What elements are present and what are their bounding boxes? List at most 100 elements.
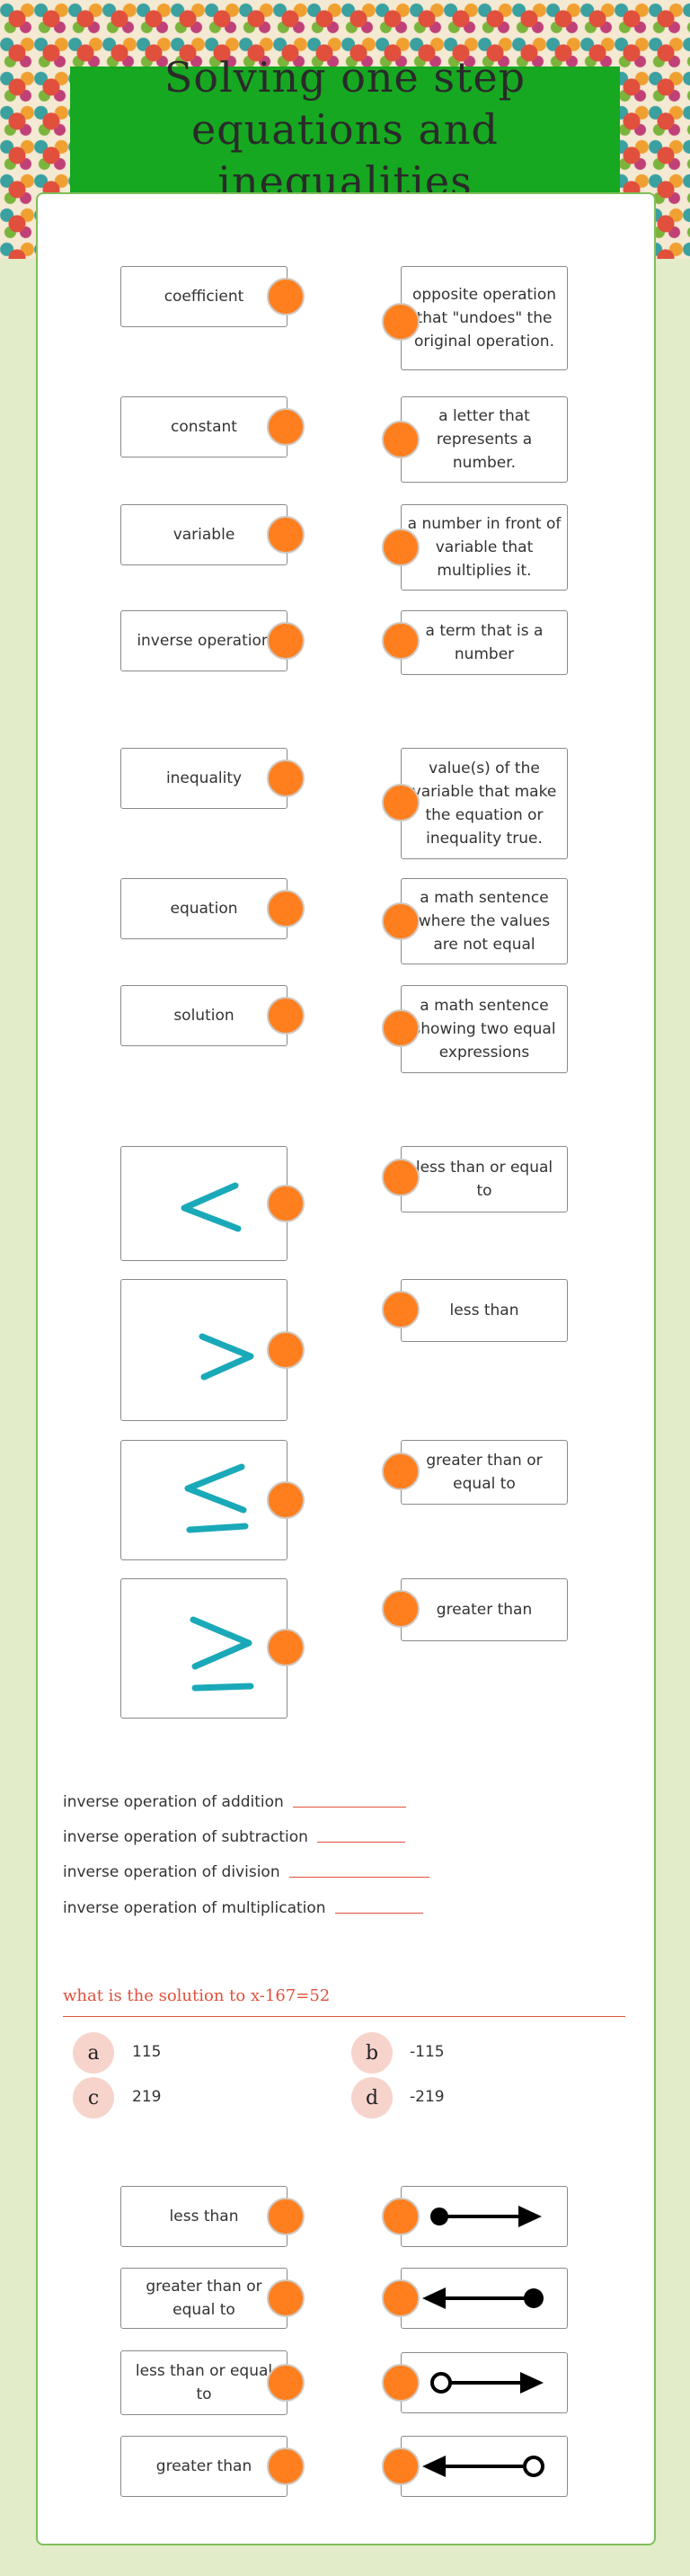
match4-left-3[interactable]: less than or equal to <box>120 2350 288 2415</box>
match4-left-dot-1[interactable] <box>267 2198 305 2235</box>
match4-right-2[interactable] <box>401 2268 568 2329</box>
fill-row-multiplication: inverse operation of multiplication <box>63 1899 423 1917</box>
match3-left-4[interactable] <box>120 1578 288 1719</box>
fill-label: inverse operation of multiplication <box>63 1899 326 1917</box>
match4-right-dot-4[interactable] <box>382 2447 420 2485</box>
match1-right-dot-2[interactable] <box>382 421 420 458</box>
match4-left-dot-4[interactable] <box>267 2447 305 2485</box>
match1-right-1[interactable]: opposite operation that "undoes" the ori… <box>401 266 568 370</box>
match2-right-3[interactable]: a math sentence showing two equal expres… <box>401 985 568 1073</box>
match3-left-dot-1[interactable] <box>267 1185 305 1222</box>
choice-b-letter[interactable]: b <box>351 2032 393 2074</box>
match2-right-dot-1[interactable] <box>382 784 420 822</box>
match1-left-3[interactable]: variable <box>120 504 288 565</box>
match1-left-2[interactable]: constant <box>120 396 288 457</box>
fill-row-division: inverse operation of division <box>63 1863 429 1881</box>
match3-left-dot-3[interactable] <box>267 1481 305 1519</box>
match2-left-dot-1[interactable] <box>267 759 305 797</box>
fill-label: inverse operation of division <box>63 1863 280 1881</box>
fill-blank-division[interactable] <box>288 1876 429 1878</box>
match-label: inequality <box>165 769 243 787</box>
match3-right-2[interactable]: less than <box>401 1279 568 1342</box>
fill-row-addition: inverse operation of addition <box>63 1793 406 1811</box>
fill-label: inverse operation of subtraction <box>63 1828 308 1846</box>
match3-left-2[interactable] <box>120 1279 288 1421</box>
match-label: coefficient <box>164 288 244 306</box>
match-label: greater than or equal to <box>146 2278 262 2319</box>
choice-c-letter[interactable]: c <box>73 2077 114 2119</box>
choice-d-value[interactable]: -219 <box>410 2088 445 2106</box>
number-line-left-arrow-closed-dot <box>422 2287 544 2309</box>
match1-left-dot-4[interactable] <box>267 622 305 660</box>
match3-left-1[interactable] <box>120 1146 288 1261</box>
match3-left-3[interactable] <box>120 1440 288 1560</box>
match3-right-dot-1[interactable] <box>382 1159 420 1196</box>
choice-b-value[interactable]: -115 <box>410 2043 445 2061</box>
match1-right-2[interactable]: a letter that represents a number. <box>401 396 568 483</box>
match-label: a term that is a number <box>425 622 544 663</box>
match2-left-2[interactable]: equation <box>120 878 288 939</box>
match3-left-dot-2[interactable] <box>267 1331 305 1369</box>
match-label: opposite operation that "undoes" the ori… <box>411 286 557 351</box>
match1-left-1[interactable]: coefficient <box>120 266 288 327</box>
fill-blank-addition[interactable] <box>292 1806 406 1808</box>
match4-right-4[interactable] <box>401 2436 568 2497</box>
match3-right-3[interactable]: greater than or equal to <box>401 1440 568 1505</box>
choice-a-value[interactable]: 115 <box>132 2043 162 2061</box>
match4-left-dot-3[interactable] <box>267 2364 305 2402</box>
match1-left-4[interactable]: inverse operation <box>120 610 288 671</box>
match4-right-dot-1[interactable] <box>382 2198 420 2235</box>
match3-right-dot-4[interactable] <box>382 1590 420 1628</box>
choice-d-letter[interactable]: d <box>351 2077 393 2119</box>
match-label: equation <box>170 900 238 918</box>
match3-right-dot-2[interactable] <box>382 1291 420 1328</box>
match1-right-dot-4[interactable] <box>382 622 420 660</box>
match2-right-1[interactable]: value(s) of the variable that make the e… <box>401 748 568 859</box>
match3-right-4[interactable]: greater than <box>401 1578 568 1641</box>
match4-right-dot-2[interactable] <box>382 2279 420 2317</box>
match4-right-3[interactable] <box>401 2352 568 2413</box>
title-box: Solving one step equations and inequalit… <box>70 53 620 206</box>
match-label: less than or equal to <box>415 1159 553 1200</box>
match4-left-dot-2[interactable] <box>267 2279 305 2317</box>
match1-right-3[interactable]: a number in front of variable that multi… <box>401 504 568 591</box>
number-line-open-dot-right <box>430 2372 544 2394</box>
number-line-closed-dot-right <box>430 2206 542 2227</box>
match2-left-dot-3[interactable] <box>267 997 305 1035</box>
match4-left-1[interactable]: less than <box>120 2186 288 2247</box>
fill-blank-multiplication[interactable] <box>334 1912 423 1914</box>
less-than-or-equal-symbol <box>184 1463 249 1533</box>
match-label: inverse operation <box>137 632 271 650</box>
match-label: variable <box>172 526 235 544</box>
match2-right-dot-2[interactable] <box>382 902 420 940</box>
match-label: a math sentence showing two equal expres… <box>412 997 556 1061</box>
match1-right-dot-1[interactable] <box>382 303 420 341</box>
match3-right-1[interactable]: less than or equal to <box>401 1146 568 1212</box>
match2-left-1[interactable]: inequality <box>120 748 288 809</box>
match2-right-2[interactable]: a math sentence where the values are not… <box>401 878 568 964</box>
match-label: solution <box>173 1007 234 1025</box>
match3-left-dot-4[interactable] <box>267 1629 305 1666</box>
match4-left-4[interactable]: greater than <box>120 2436 288 2497</box>
match2-left-dot-2[interactable] <box>267 890 305 928</box>
match1-left-dot-1[interactable] <box>267 278 305 315</box>
match-label: value(s) of the variable that make the e… <box>411 759 557 848</box>
choice-c-value[interactable]: 219 <box>132 2088 162 2106</box>
fill-blank-subtraction[interactable] <box>316 1841 405 1843</box>
match2-left-3[interactable]: solution <box>120 985 288 1046</box>
match4-right-1[interactable] <box>401 2186 568 2247</box>
match1-right-dot-3[interactable] <box>382 529 420 566</box>
match4-left-2[interactable]: greater than or equal to <box>120 2268 288 2329</box>
match1-right-4[interactable]: a term that is a number <box>401 610 568 675</box>
greater-than-symbol <box>199 1333 254 1381</box>
match1-left-dot-3[interactable] <box>267 516 305 554</box>
question-text: what is the solution to x-167=52 <box>63 1986 331 2005</box>
match3-right-dot-3[interactable] <box>382 1452 420 1490</box>
match1-left-dot-2[interactable] <box>267 408 305 446</box>
match2-right-dot-3[interactable] <box>382 1009 420 1047</box>
match-label: greater than <box>436 1601 533 1619</box>
match-label: constant <box>171 418 237 436</box>
choice-a-letter[interactable]: a <box>73 2032 114 2074</box>
greater-than-or-equal-symbol <box>190 1616 254 1692</box>
match4-right-dot-3[interactable] <box>382 2364 420 2402</box>
